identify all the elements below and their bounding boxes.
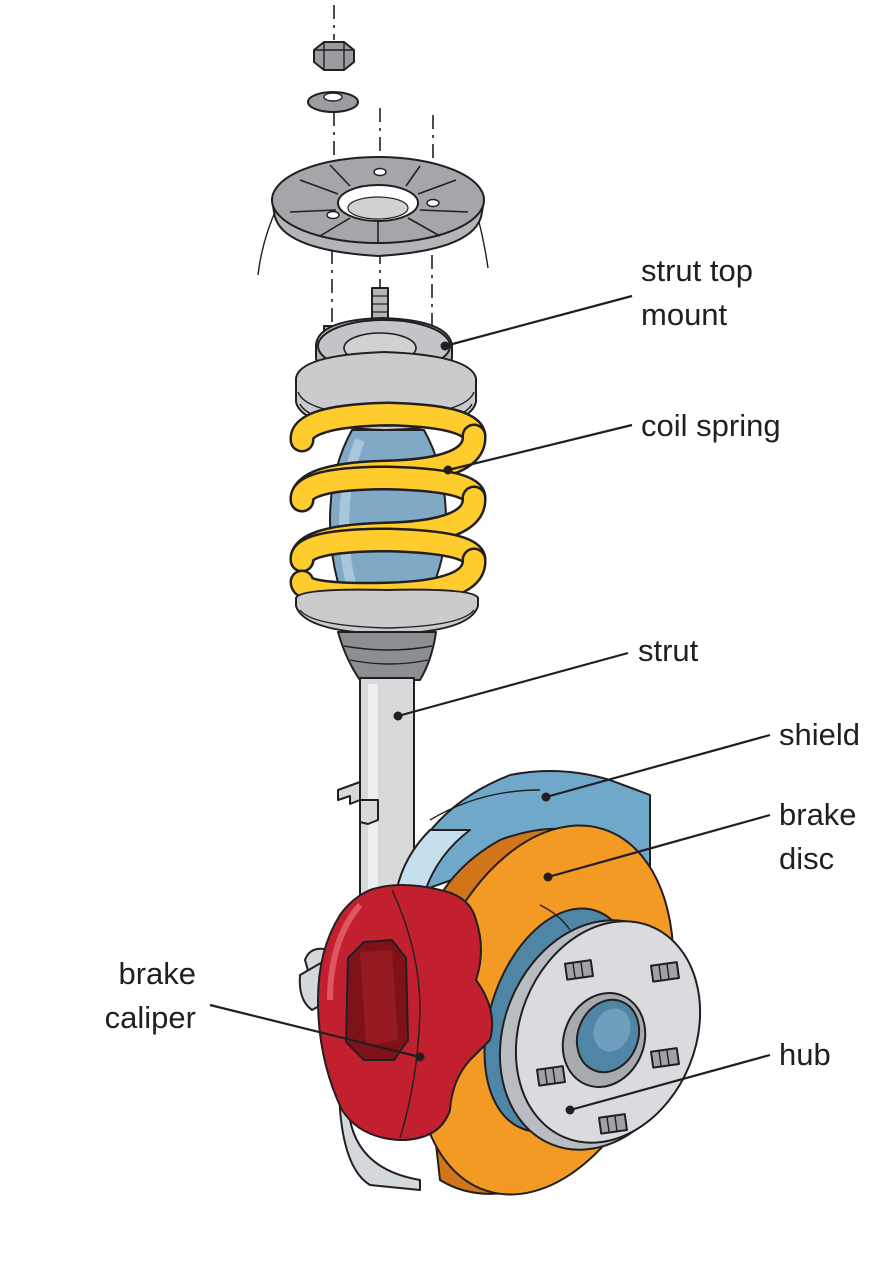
- top-washer: [307, 91, 359, 113]
- label-brake-caliper-line2: caliper: [105, 1000, 196, 1035]
- wheel-studs: [536, 959, 680, 1135]
- label-brake-disc-line1: brake: [779, 797, 857, 832]
- coil-spring: [289, 401, 487, 607]
- label-brake-caliper-line1: brake: [118, 956, 196, 991]
- brake-caliper: [317, 884, 494, 1141]
- component-labels: strut top mount coil spring strut shield…: [105, 253, 860, 1072]
- leader-lines: [209, 294, 771, 1115]
- label-strut: strut: [638, 633, 699, 668]
- top-nut: [313, 41, 355, 71]
- strut-boot: [337, 631, 437, 681]
- label-shield: shield: [779, 717, 860, 752]
- label-strut-top-mount-line2: mount: [641, 297, 728, 332]
- label-brake-disc-line2: disc: [779, 841, 834, 876]
- label-hub: hub: [779, 1037, 831, 1072]
- label-coil-spring: coil spring: [641, 408, 781, 443]
- label-strut-top-mount-line1: strut top: [641, 253, 753, 288]
- lower-spring-seat: [295, 588, 479, 635]
- upper-mount-plate: [257, 156, 489, 276]
